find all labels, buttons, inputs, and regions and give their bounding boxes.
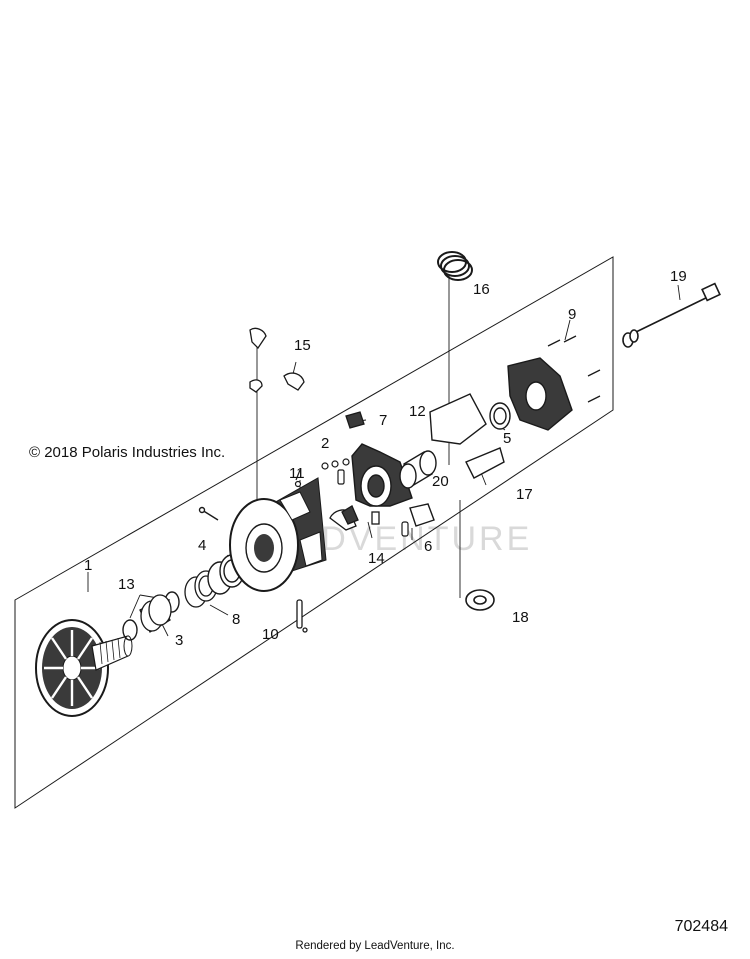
cover-17 xyxy=(465,447,505,479)
render-credit: Rendered by LeadVenture, Inc. xyxy=(295,940,455,952)
bolts-9 xyxy=(547,335,601,403)
callout-labels: 1 2 3 4 5 6 7 8 9 10 11 12 13 14 15 16 1… xyxy=(84,268,687,649)
washer-18 xyxy=(465,589,495,611)
callout-6: 6 xyxy=(424,538,432,555)
rollers-2 xyxy=(321,458,350,485)
callout-20: 20 xyxy=(432,473,449,490)
assembly-outline xyxy=(14,256,614,809)
callout-15: 15 xyxy=(294,337,311,354)
stationary-sheave xyxy=(35,619,133,717)
housing-piece xyxy=(429,393,487,445)
callout-9: 9 xyxy=(568,306,576,323)
pin-6 xyxy=(401,521,409,537)
callout-2: 2 xyxy=(321,435,329,452)
callout-16: 16 xyxy=(473,281,490,298)
callout-3: 3 xyxy=(175,632,183,649)
cover-plate xyxy=(507,357,573,431)
sleeve-12 xyxy=(399,450,437,489)
callout-4: 4 xyxy=(198,537,206,554)
drawing-number: 702484 xyxy=(674,918,728,935)
callout-7: 7 xyxy=(379,412,387,429)
callout-8: 8 xyxy=(232,611,240,628)
callout-17: 17 xyxy=(516,486,533,503)
spider-hub xyxy=(351,443,435,527)
movable-sheave xyxy=(229,477,327,592)
callout-12: 12 xyxy=(409,403,426,420)
callout-11: 11 xyxy=(289,465,305,482)
callout-14: 14 xyxy=(368,550,385,567)
clip-15 xyxy=(249,327,305,393)
spring-pin xyxy=(198,506,219,521)
bracket-7 xyxy=(345,411,365,429)
copyright-notice: © 2018 Polaris Industries Inc. xyxy=(29,444,226,461)
weights-14 xyxy=(329,505,380,531)
callout-18: 18 xyxy=(512,609,529,626)
ring-5 xyxy=(489,402,511,430)
callout-10: 10 xyxy=(262,626,279,643)
callout-1: 1 xyxy=(84,557,92,574)
spring-16 xyxy=(437,251,473,281)
callout-5: 5 xyxy=(503,430,511,447)
spacer xyxy=(139,594,172,633)
callout-13: 13 xyxy=(118,576,135,593)
bolt-19 xyxy=(622,282,721,348)
pin-10 xyxy=(296,599,308,633)
fasteners-11 xyxy=(294,469,302,488)
callout-19: 19 xyxy=(670,268,687,285)
